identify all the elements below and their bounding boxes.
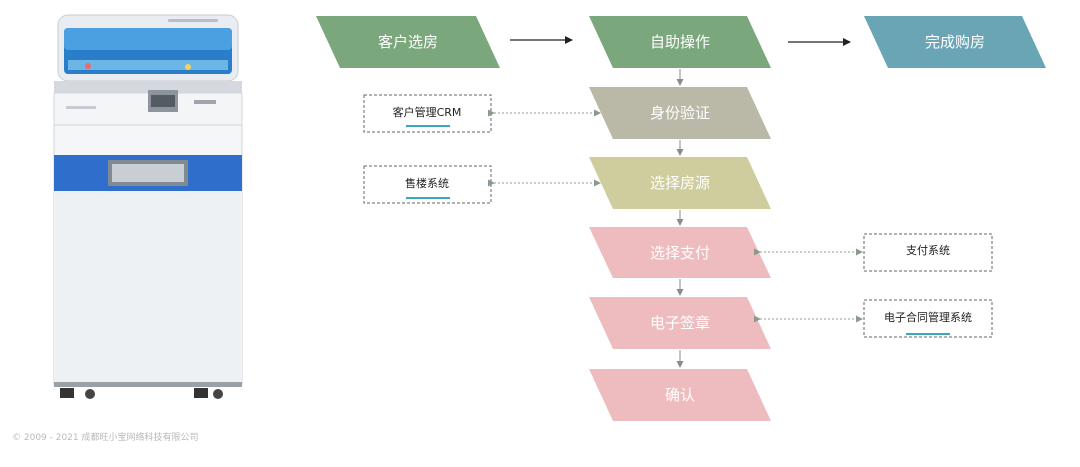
- system-box-sales: 售楼系统: [363, 165, 492, 204]
- system-box-crm: 客户管理CRM: [363, 94, 492, 133]
- copyright-text: © 2009 - 2021 成都旺小宝网络科技有限公司: [12, 433, 199, 443]
- system-box-payment: 支付系统: [863, 233, 993, 272]
- step-identity-verify: 身份验证: [589, 87, 771, 139]
- system-payment-label: 支付系统: [906, 244, 950, 257]
- step-customer-select-label: 客户选房: [378, 33, 438, 51]
- step-customer-select: 客户选房: [316, 16, 500, 68]
- step-select-source: 选择房源: [589, 157, 771, 209]
- system-crm-label: 客户管理CRM: [393, 105, 462, 119]
- step-confirm: 确认: [589, 369, 771, 421]
- step-identity-verify-label: 身份验证: [650, 104, 710, 122]
- step-self-service: 自助操作: [589, 16, 771, 68]
- step-select-payment: 选择支付: [589, 227, 771, 278]
- system-sales-label: 售楼系统: [405, 176, 449, 190]
- step-e-signature-label: 电子签章: [650, 314, 710, 332]
- step-confirm-label: 确认: [665, 386, 695, 404]
- step-select-source-label: 选择房源: [650, 174, 710, 192]
- step-select-payment-label: 选择支付: [650, 244, 710, 262]
- step-purchase-done-label: 完成购房: [925, 33, 985, 51]
- system-contract-label: 电子合同管理系统: [884, 310, 972, 324]
- step-e-signature: 电子签章: [589, 297, 771, 349]
- system-box-contract: 电子合同管理系统: [863, 299, 993, 338]
- step-self-service-label: 自助操作: [650, 33, 710, 51]
- kiosk-image: [53, 14, 243, 399]
- step-purchase-done: 完成购房: [864, 16, 1046, 68]
